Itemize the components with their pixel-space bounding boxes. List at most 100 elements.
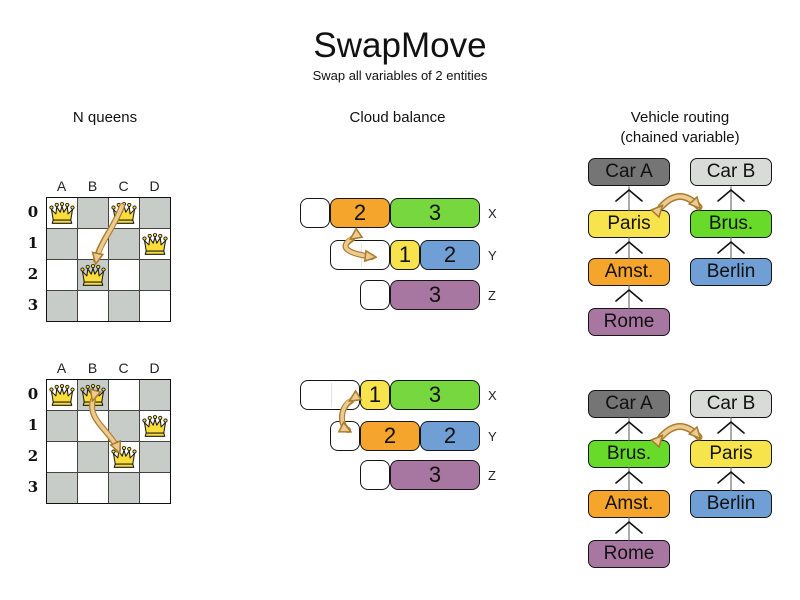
board-column-label: B (87, 178, 98, 194)
board-cell (78, 411, 108, 441)
chain-arrow (615, 417, 745, 541)
computer-label: Y (488, 429, 497, 444)
vehicle-box-car-a: Car A (588, 158, 670, 186)
board-column-label: A (56, 360, 67, 376)
vehicle-box-paris: Paris (588, 210, 670, 238)
process-segment: 2 (360, 421, 420, 451)
vehicle-box-berlin: Berlin (690, 258, 772, 286)
empty-capacity-segment (360, 460, 390, 490)
board-row-label: 3 (27, 478, 39, 496)
vehicle-box-brus: Brus. (588, 440, 670, 468)
board-row-label: 1 (27, 234, 39, 252)
board-cell (140, 260, 170, 290)
swap-arrow-vehicle-before (661, 193, 703, 208)
board-row-label: 2 (27, 447, 39, 465)
board-column-label: D (149, 178, 160, 194)
process-value: 2 (383, 423, 397, 448)
vehicle-box-brus: Brus. (690, 210, 772, 238)
queen-icon (110, 446, 138, 469)
process-value: 2 (443, 242, 457, 267)
board-column-label: C (118, 178, 129, 194)
process-segment: 2 (420, 240, 480, 270)
board-cell (140, 442, 170, 472)
board-cell (47, 442, 77, 472)
process-segment: 3 (390, 460, 480, 490)
process-segment: 3 (390, 280, 480, 310)
process-value: 1 (398, 242, 412, 267)
board-cell (109, 229, 139, 259)
queen-icon (79, 264, 107, 287)
vehicle-section-subtitle: (chained variable) (620, 129, 740, 146)
capacity-unit-divider (361, 243, 362, 267)
empty-capacity-segment (330, 421, 360, 451)
nqueens-section-header: N queens (72, 109, 138, 126)
cloud-section-header: Cloud balance (349, 109, 446, 126)
vehicle-box-rome: Rome (588, 540, 670, 568)
empty-capacity-segment (300, 380, 360, 410)
board-cell (78, 473, 108, 503)
computer-label: Y (488, 248, 497, 263)
board-column-label: D (149, 360, 160, 376)
process-segment: 1 (390, 240, 420, 270)
process-value: 2 (353, 200, 367, 225)
board-cell (47, 260, 77, 290)
computer-label: Z (488, 288, 496, 303)
empty-capacity-segment (300, 198, 330, 228)
capacity-unit-divider (331, 383, 332, 407)
empty-capacity-segment (360, 280, 390, 310)
vehicle-box-car-b: Car B (690, 158, 772, 186)
vehicle-box-paris: Paris (690, 440, 772, 468)
process-value: 3 (428, 200, 442, 225)
board-cell (109, 411, 139, 441)
board-row-label: 1 (27, 416, 39, 434)
board-cell (109, 380, 139, 410)
process-value: 3 (428, 282, 442, 307)
chain-arrow (615, 186, 745, 309)
vehicle-box-rome: Rome (588, 308, 670, 336)
process-value: 3 (428, 462, 442, 487)
board-cell (109, 291, 139, 321)
process-value: 3 (428, 382, 442, 407)
process-segment: 2 (420, 421, 480, 451)
process-value: 1 (368, 382, 382, 407)
board-column-label: A (56, 178, 67, 194)
board-cell (47, 473, 77, 503)
queen-icon (141, 415, 169, 438)
queen-icon (141, 233, 169, 256)
process-segment: 1 (360, 380, 390, 410)
vehicle-box-amst: Amst. (588, 258, 670, 286)
board-column-label: B (87, 360, 98, 376)
queen-icon (48, 202, 76, 225)
board-cell (78, 198, 108, 228)
swap-arrow-vehicle-after (661, 423, 703, 438)
empty-capacity-segment (330, 240, 390, 270)
vehicle-section-title: Vehicle routing (630, 109, 730, 126)
board-cell (109, 260, 139, 290)
vehicle-box-berlin: Berlin (690, 490, 772, 518)
board-cell (140, 473, 170, 503)
computer-label: Z (488, 468, 496, 483)
page-subtitle: Swap all variables of 2 entities (312, 68, 488, 83)
queen-icon (79, 384, 107, 407)
board-cell (78, 291, 108, 321)
process-segment: 3 (390, 380, 480, 410)
queen-icon (48, 384, 76, 407)
queen-icon (110, 202, 138, 225)
board-cell (140, 291, 170, 321)
board-cell (109, 473, 139, 503)
board-column-label: C (118, 360, 129, 376)
board-cell (47, 229, 77, 259)
board-cell (47, 411, 77, 441)
vehicle-section-header: Vehicle routing (chained variable) (570, 108, 790, 148)
board-row-label: 3 (27, 296, 39, 314)
board-cell (140, 380, 170, 410)
board-row-label: 0 (27, 203, 39, 221)
board-cell (140, 198, 170, 228)
board-cell (47, 291, 77, 321)
process-segment: 3 (390, 198, 480, 228)
computer-label: X (488, 388, 497, 403)
vehicle-box-car-b: Car B (690, 390, 772, 418)
process-segment: 2 (330, 198, 390, 228)
page-title: SwapMove (313, 26, 487, 65)
